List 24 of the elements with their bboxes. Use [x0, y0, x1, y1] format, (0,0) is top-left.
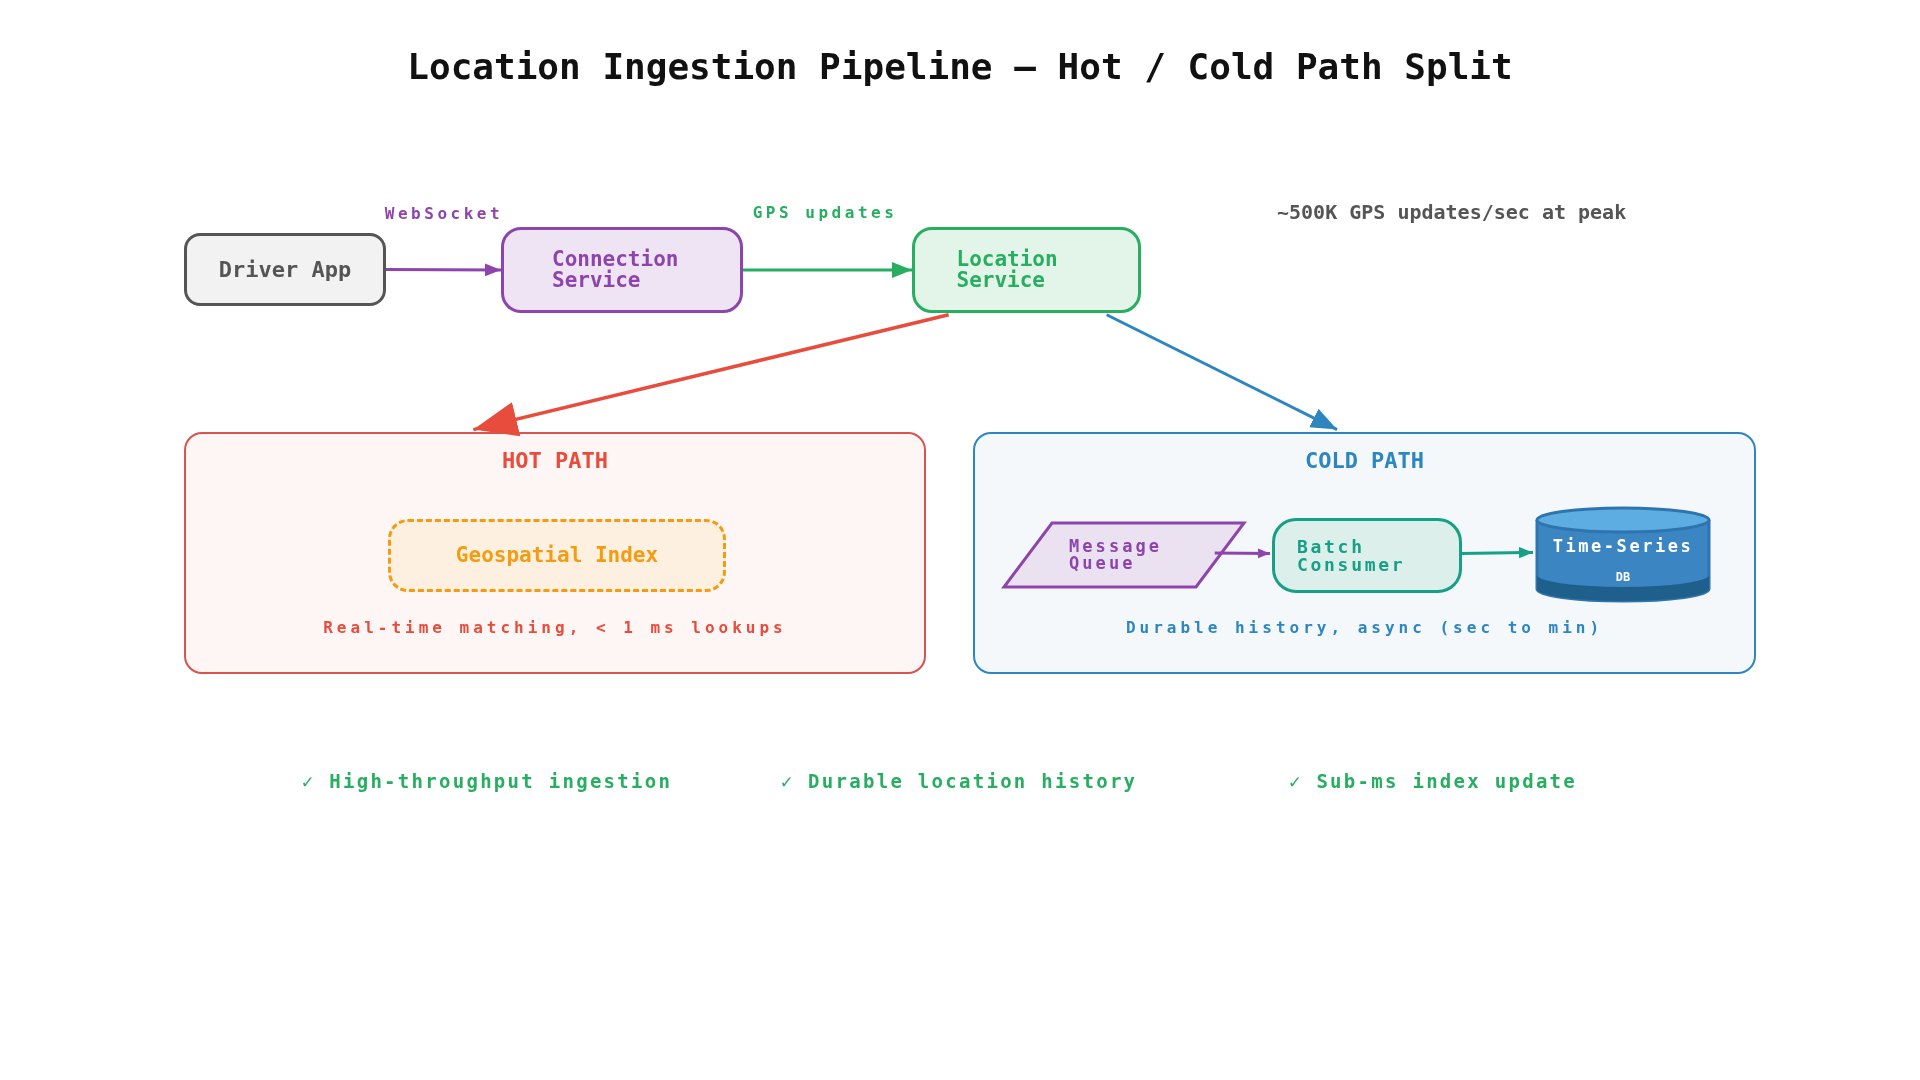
throughput-note: ~500K GPS updates/sec at peak — [1277, 200, 1627, 224]
group-panel — [184, 432, 926, 674]
panel-note: Durable history, async (sec to min) — [1124, 618, 1605, 637]
panel-note: Real-time matching, < 1 ms lookups — [322, 618, 788, 637]
panel-heading: HOT PATH — [501, 448, 609, 473]
arrow — [472, 313, 950, 437]
benefit-note: ✓ High-throughput ingestion — [301, 770, 673, 792]
benefit-note: ✓ Durable location history — [780, 770, 1138, 792]
process-box: Location Service — [912, 227, 1141, 313]
arrow — [1214, 548, 1270, 559]
database-cylinder: Time-Series DB — [1535, 506, 1711, 603]
arrow — [386, 263, 501, 277]
benefit-note: ✓ Sub-ms index update — [1288, 770, 1578, 792]
arrow — [1459, 547, 1534, 559]
process-box: Batch Consumer — [1272, 518, 1462, 593]
queue-parallelogram: Message Queue — [1002, 521, 1246, 589]
arrow — [743, 262, 912, 278]
arrow — [1105, 313, 1338, 431]
process-box: Driver App — [184, 233, 386, 306]
process-box: Connection Service — [501, 227, 743, 313]
group-panel — [973, 432, 1756, 674]
dashed-process-box: Geospatial Index — [388, 519, 726, 592]
panel-heading: COLD PATH — [1303, 448, 1426, 473]
diagram-title: Location Ingestion Pipeline — Hot / Cold Path Split — [406, 46, 1514, 87]
